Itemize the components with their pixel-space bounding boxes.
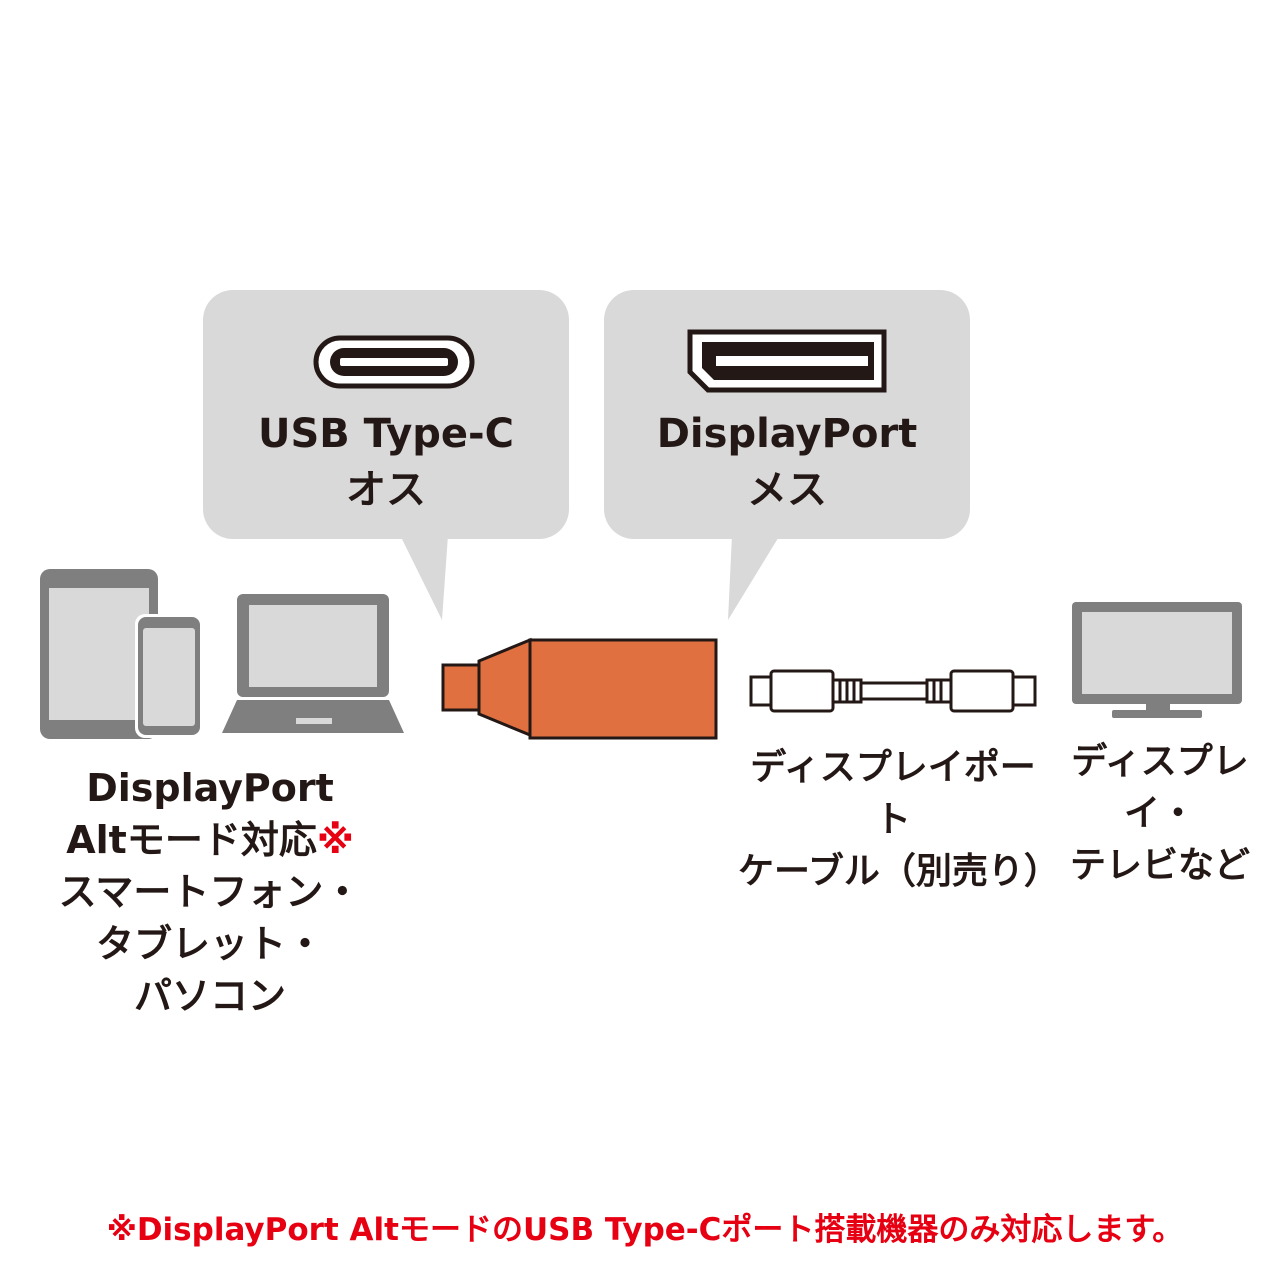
- cable-caption-line1: ディスプレイポート: [750, 747, 1036, 840]
- displayport-cable-icon: [749, 669, 1037, 713]
- usbc-connector-name: USB Type-C: [257, 411, 515, 457]
- compatibility-footnote: ※DisplayPort AltモードのUSB Type-Cポート搭載機器のみ対…: [106, 1212, 1184, 1248]
- source-caption-line4: タブレット・: [95, 922, 324, 966]
- usbc-to-displayport-adapter-icon: [441, 637, 718, 740]
- callout-displayport-label: DisplayPort メス: [604, 406, 970, 526]
- source-caption-alt-mode: Altモード対応: [66, 818, 317, 862]
- tablet-icon: [40, 569, 158, 739]
- display-caption-line1: ディスプレイ・: [1071, 741, 1249, 834]
- cable-caption: ディスプレイポート ケーブル（別売り）: [738, 742, 1060, 898]
- displayport-port-icon: [687, 329, 887, 393]
- source-caption-line3: スマートフォン・: [58, 870, 362, 914]
- laptop-icon: [222, 594, 404, 733]
- source-devices-caption: DisplayPort Altモード対応※ スマートフォン・ タブレット・ パソ…: [10, 762, 410, 1022]
- source-caption-note-mark: ※: [316, 818, 354, 862]
- displayport-connector-gender: メス: [747, 467, 827, 513]
- display-caption-line2: テレビなど: [1069, 845, 1250, 886]
- usb-c-port-icon: [313, 335, 475, 389]
- displayport-connector-name: DisplayPort: [656, 411, 918, 457]
- cable-caption-line2: ケーブル（別売り）: [738, 851, 1060, 892]
- callout-bubble-usbc: [203, 290, 569, 620]
- source-caption-line1: DisplayPort: [86, 766, 334, 810]
- source-caption-line5: パソコン: [133, 974, 286, 1018]
- smartphone-icon: [135, 614, 203, 738]
- tv-monitor-icon: [1072, 602, 1242, 718]
- callout-usbc-label: USB Type-C オス: [203, 406, 569, 526]
- display-caption: ディスプレイ・ テレビなど: [1050, 736, 1270, 892]
- usbc-connector-gender: オス: [346, 467, 426, 513]
- source-caption-line2: Altモード対応※: [10, 814, 410, 866]
